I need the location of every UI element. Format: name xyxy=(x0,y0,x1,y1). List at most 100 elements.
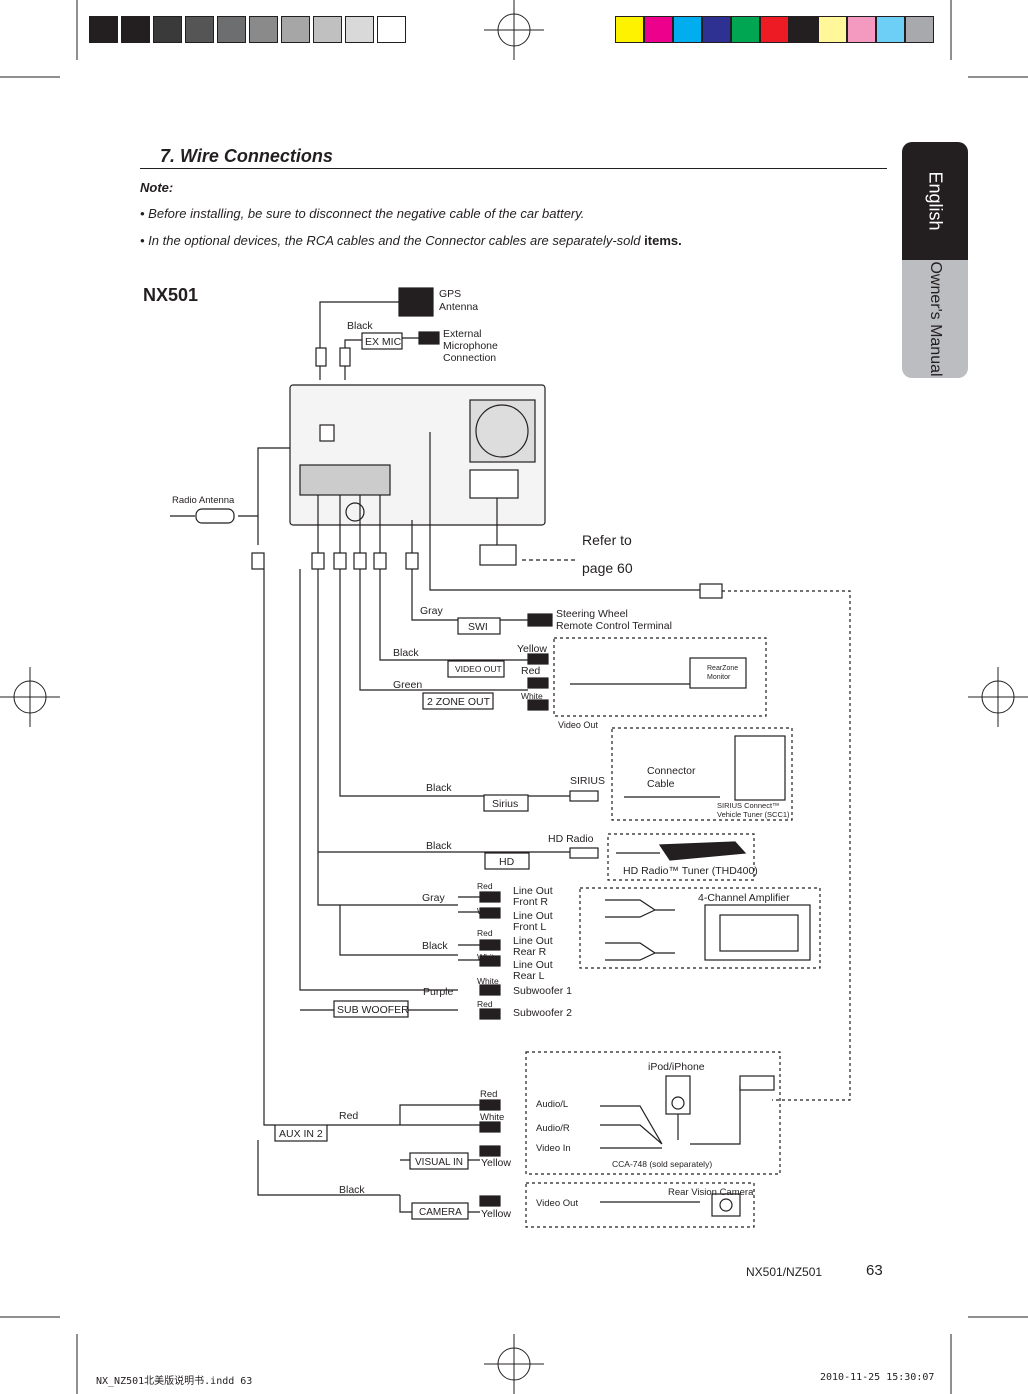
footer-model: NX501/NZ501 xyxy=(746,1265,823,1279)
section-title: 7. Wire Connections xyxy=(160,146,333,166)
color-swatch xyxy=(644,16,673,43)
red-wire-label: Red xyxy=(339,1110,358,1122)
white-aux-label: White xyxy=(480,1112,504,1123)
line-out-rear-r-label-1: Line Out xyxy=(513,935,553,947)
color-swatch xyxy=(673,16,702,43)
line-out-front-l-label-1: Line Out xyxy=(513,910,553,922)
gray-swatch xyxy=(345,16,374,43)
slug-file: NX_NZ501北美版说明书.indd 63 xyxy=(96,1376,253,1387)
tab-owners-manual-label: Owner's Manual xyxy=(927,261,944,377)
sirius-connect-label-1: SIRIUS Connect™ xyxy=(717,801,780,810)
line-out-rear-l-label-1: Line Out xyxy=(513,959,553,971)
video-out-camera-label: Video Out xyxy=(536,1198,578,1209)
title-rule xyxy=(140,168,887,169)
audio-r-label: Audio/R xyxy=(536,1123,570,1134)
rear-camera-icon xyxy=(711,1193,741,1217)
tab-owners-manual: Owner's Manual xyxy=(902,260,968,378)
microphone-icon xyxy=(418,331,440,345)
note-label: Note: xyxy=(140,180,174,195)
steering-label-2: Remote Control Terminal xyxy=(556,620,672,632)
connection-label: Connection xyxy=(443,352,496,364)
hd-tuner-label: HD Radio™ Tuner (THD400) xyxy=(623,865,758,877)
power-harness-connector xyxy=(299,464,391,496)
line-out-front-l-label-2: Front L xyxy=(513,921,546,933)
white-front-label: White xyxy=(477,906,499,916)
line-out-front-r-label-2: Front R xyxy=(513,896,548,908)
visual-in-box xyxy=(409,1152,469,1170)
purple-label: Purple xyxy=(423,986,454,998)
rear-camera-label: Rear Vision Camera xyxy=(668,1187,754,1198)
sirius-box-label: Sirius xyxy=(492,798,518,810)
camera-label: CAMERA xyxy=(419,1207,462,1218)
white-sub-label: White xyxy=(477,976,499,986)
color-swatch xyxy=(905,16,934,43)
gray-swatch xyxy=(313,16,342,43)
sirius-connect-label-2: Vehicle Tuner (SCC1) xyxy=(717,810,790,819)
line-out-front-r-label-1: Line Out xyxy=(513,885,553,897)
video-out-box xyxy=(447,660,505,678)
visual-in-label: VISUAL IN xyxy=(415,1157,463,1168)
page-60-label: page 60 xyxy=(582,560,633,576)
gray-swatch xyxy=(153,16,182,43)
tab-english-label: English xyxy=(925,171,946,231)
color-swatch xyxy=(615,16,644,43)
line-out-rear-l-label-2: Rear L xyxy=(513,970,545,982)
2-zone-out-label: 2 ZONE OUT xyxy=(427,696,491,708)
connector-label: Connector xyxy=(647,765,696,777)
refer-to-label: Refer to xyxy=(582,532,632,548)
yellow-visual-label: Yellow xyxy=(481,1157,511,1169)
aux-in-2-label: AUX IN 2 xyxy=(279,1128,323,1140)
gray-swatch xyxy=(89,16,118,43)
sub-woofer-label: SUB WOOFER xyxy=(337,1004,409,1016)
sub-woofer-box xyxy=(333,1000,409,1018)
ipod-icon xyxy=(665,1075,691,1115)
color-swatch xyxy=(818,16,847,43)
radio-antenna-label: Radio Antenna xyxy=(172,495,235,506)
gray-swatch xyxy=(121,16,150,43)
hd-box-label: HD xyxy=(499,856,515,868)
amplifier-label: 4-Channel Amplifier xyxy=(698,892,790,904)
cable-label: Cable xyxy=(647,778,675,790)
black-hd-label: Black xyxy=(426,840,452,852)
steering-connector xyxy=(479,544,517,566)
ex-mic-label: EX MIC xyxy=(365,336,402,348)
color-swatch xyxy=(731,16,760,43)
external-label: External xyxy=(443,328,482,340)
hd-tuner-icon xyxy=(658,841,747,861)
sirius-tuner-icon xyxy=(734,735,786,801)
black-sirius-label: Black xyxy=(426,782,452,794)
red-sub-label: Red xyxy=(477,999,493,1009)
subwoofer-1-label: Subwoofer 1 xyxy=(513,985,572,997)
gray-swatch xyxy=(217,16,246,43)
white-rear-label: White xyxy=(477,952,499,962)
note-bullet-2-tail: items. xyxy=(640,233,682,248)
swi-box xyxy=(457,617,501,635)
page-number: 63 xyxy=(866,1262,883,1279)
gray-swi-label: Gray xyxy=(420,605,444,617)
color-swatch xyxy=(789,16,818,43)
red-front-label: Red xyxy=(477,881,493,891)
radio-antenna-plug xyxy=(195,508,235,524)
slug-date: 2010-11-25 15:30:07 xyxy=(820,1372,935,1383)
microphone-label: Microphone xyxy=(443,340,498,352)
black-rear-label: Black xyxy=(422,940,448,952)
red-aux-label: Red xyxy=(480,1089,497,1100)
aux-in-2-box xyxy=(274,1124,328,1142)
color-swatch xyxy=(702,16,731,43)
cooling-fan-icon xyxy=(469,399,536,463)
black-video-label: Black xyxy=(393,647,419,659)
hd-radio-label: HD Radio xyxy=(548,833,594,845)
tab-english: English xyxy=(902,142,968,260)
gray-swatch xyxy=(185,16,214,43)
video-out-label: VIDEO OUT xyxy=(455,664,502,674)
gray-line-label: Gray xyxy=(422,892,446,904)
iso-connector xyxy=(469,469,519,499)
video-out-caption: Video Out xyxy=(558,720,598,730)
audio-l-label: Audio/L xyxy=(536,1099,568,1110)
gps-antenna-label: Antenna xyxy=(439,301,478,313)
gps-label: GPS xyxy=(439,288,461,300)
red-label: Red xyxy=(521,665,540,677)
green-label: Green xyxy=(393,679,422,691)
